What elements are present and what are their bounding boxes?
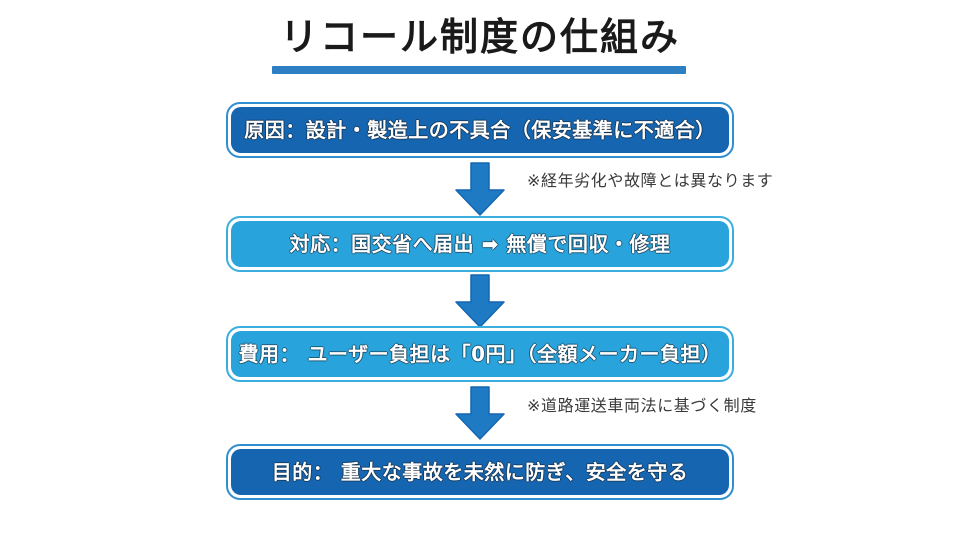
- flow-step-cause-body: 原因：設計・製造上の不具合（保安基準に不適合）: [231, 107, 729, 153]
- page-title: リコール制度の仕組み: [279, 15, 680, 59]
- note-aging: ※経年劣化や故障とは異なります: [527, 171, 774, 190]
- flow-step-cause: 原因：設計・製造上の不具合（保安基準に不適合）: [226, 102, 734, 158]
- flow-step-response-body: 対応：国交省へ届出 ➡ 無償で回収・修理: [231, 221, 729, 267]
- flow-step-cause-label: 原因：設計・製造上の不具合（保安基準に不適合）: [244, 118, 716, 142]
- flow-step-purpose-body: 目的： 重大な事故を未然に防ぎ、安全を守る: [231, 449, 729, 495]
- flow-step-cost: 費用： ユーザー負担は「0円」（全額メーカー負担）: [226, 326, 734, 382]
- flow-step-purpose: 目的： 重大な事故を未然に防ぎ、安全を守る: [226, 444, 734, 500]
- flow-step-response: 対応：国交省へ届出 ➡ 無償で回収・修理: [226, 216, 734, 272]
- title-underline: [272, 66, 686, 74]
- flow-step-cost-label: 費用： ユーザー負担は「0円」（全額メーカー負担）: [238, 342, 722, 366]
- flow-step-response-label: 対応：国交省へ届出 ➡ 無償で回収・修理: [289, 232, 671, 256]
- down-arrow-icon: [452, 274, 508, 328]
- note-law: ※道路運送車両法に基づく制度: [527, 396, 757, 415]
- down-arrow-icon: [452, 162, 508, 216]
- flow-step-purpose-label: 目的： 重大な事故を未然に防ぎ、安全を守る: [271, 460, 689, 484]
- flow-step-cost-body: 費用： ユーザー負担は「0円」（全額メーカー負担）: [231, 331, 729, 377]
- down-arrow-icon: [452, 386, 508, 440]
- title-block: リコール制度の仕組み: [0, 14, 960, 60]
